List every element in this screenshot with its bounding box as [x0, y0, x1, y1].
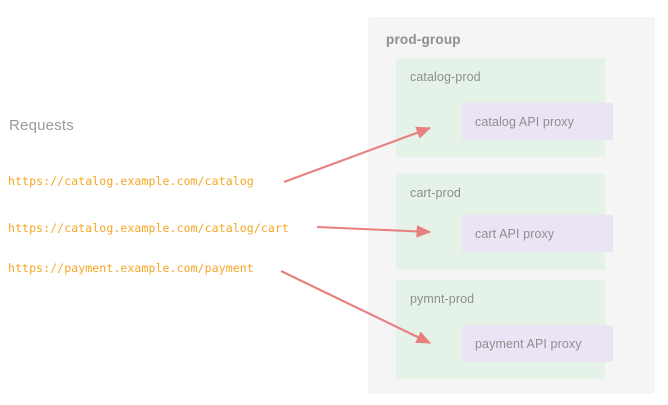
proxy-box-catalog-api-proxy: catalog API proxy: [462, 103, 613, 140]
namespace-label-catalog-prod: catalog-prod: [410, 70, 481, 84]
proxy-label-cart-api-proxy: cart API proxy: [475, 226, 555, 241]
proxy-box-cart-api-proxy: cart API proxy: [462, 215, 613, 252]
request-url-catalog-cart: https://catalog.example.com/catalog/cart: [8, 221, 289, 235]
request-url-payment: https://payment.example.com/payment: [8, 261, 254, 275]
request-url-catalog: https://catalog.example.com/catalog: [8, 174, 254, 188]
namespace-box-catalog-prod: catalog-prod catalog API proxy: [396, 58, 613, 157]
proxy-label-catalog-api-proxy: catalog API proxy: [475, 114, 574, 129]
namespace-label-cart-prod: cart-prod: [410, 186, 461, 200]
namespace-box-cart-prod: cart-prod cart API proxy: [396, 174, 613, 270]
prod-group-title: prod-group: [386, 32, 461, 47]
proxy-label-payment-api-proxy: payment API proxy: [475, 336, 582, 351]
namespace-label-pymnt-prod: pymnt-prod: [410, 292, 475, 306]
prod-group-panel: prod-group catalog-prod catalog API prox…: [368, 17, 655, 394]
proxy-box-payment-api-proxy: payment API proxy: [462, 325, 613, 362]
requests-heading: Requests: [9, 117, 74, 134]
namespace-box-pymnt-prod: pymnt-prod payment API proxy: [396, 280, 613, 379]
